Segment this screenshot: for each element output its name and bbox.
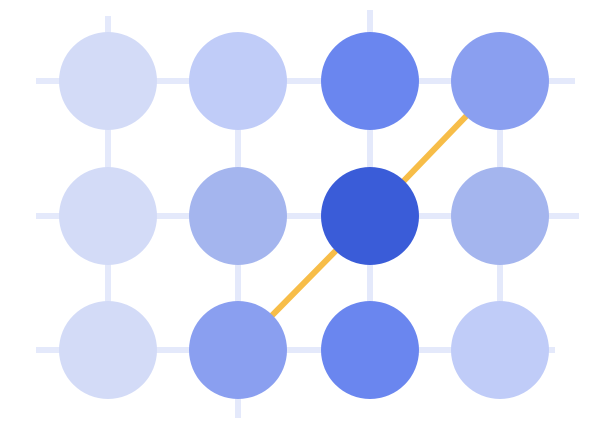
grid-node-r1-c4 [451, 32, 549, 130]
grid-node-r1-c1 [59, 32, 157, 130]
grid-node-r1-c2 [189, 32, 287, 130]
node-grid [59, 32, 549, 399]
grid-node-r2-c3 [321, 167, 419, 265]
grid-node-r2-c2 [189, 167, 287, 265]
grid-node-r2-c4 [451, 167, 549, 265]
grid-node-r3-c3 [321, 301, 419, 399]
grid-node-r1-c3 [321, 32, 419, 130]
grid-node-r3-c1 [59, 301, 157, 399]
grid-node-r2-c1 [59, 167, 157, 265]
grid-node-r3-c2 [189, 301, 287, 399]
grid-node-r3-c4 [451, 301, 549, 399]
